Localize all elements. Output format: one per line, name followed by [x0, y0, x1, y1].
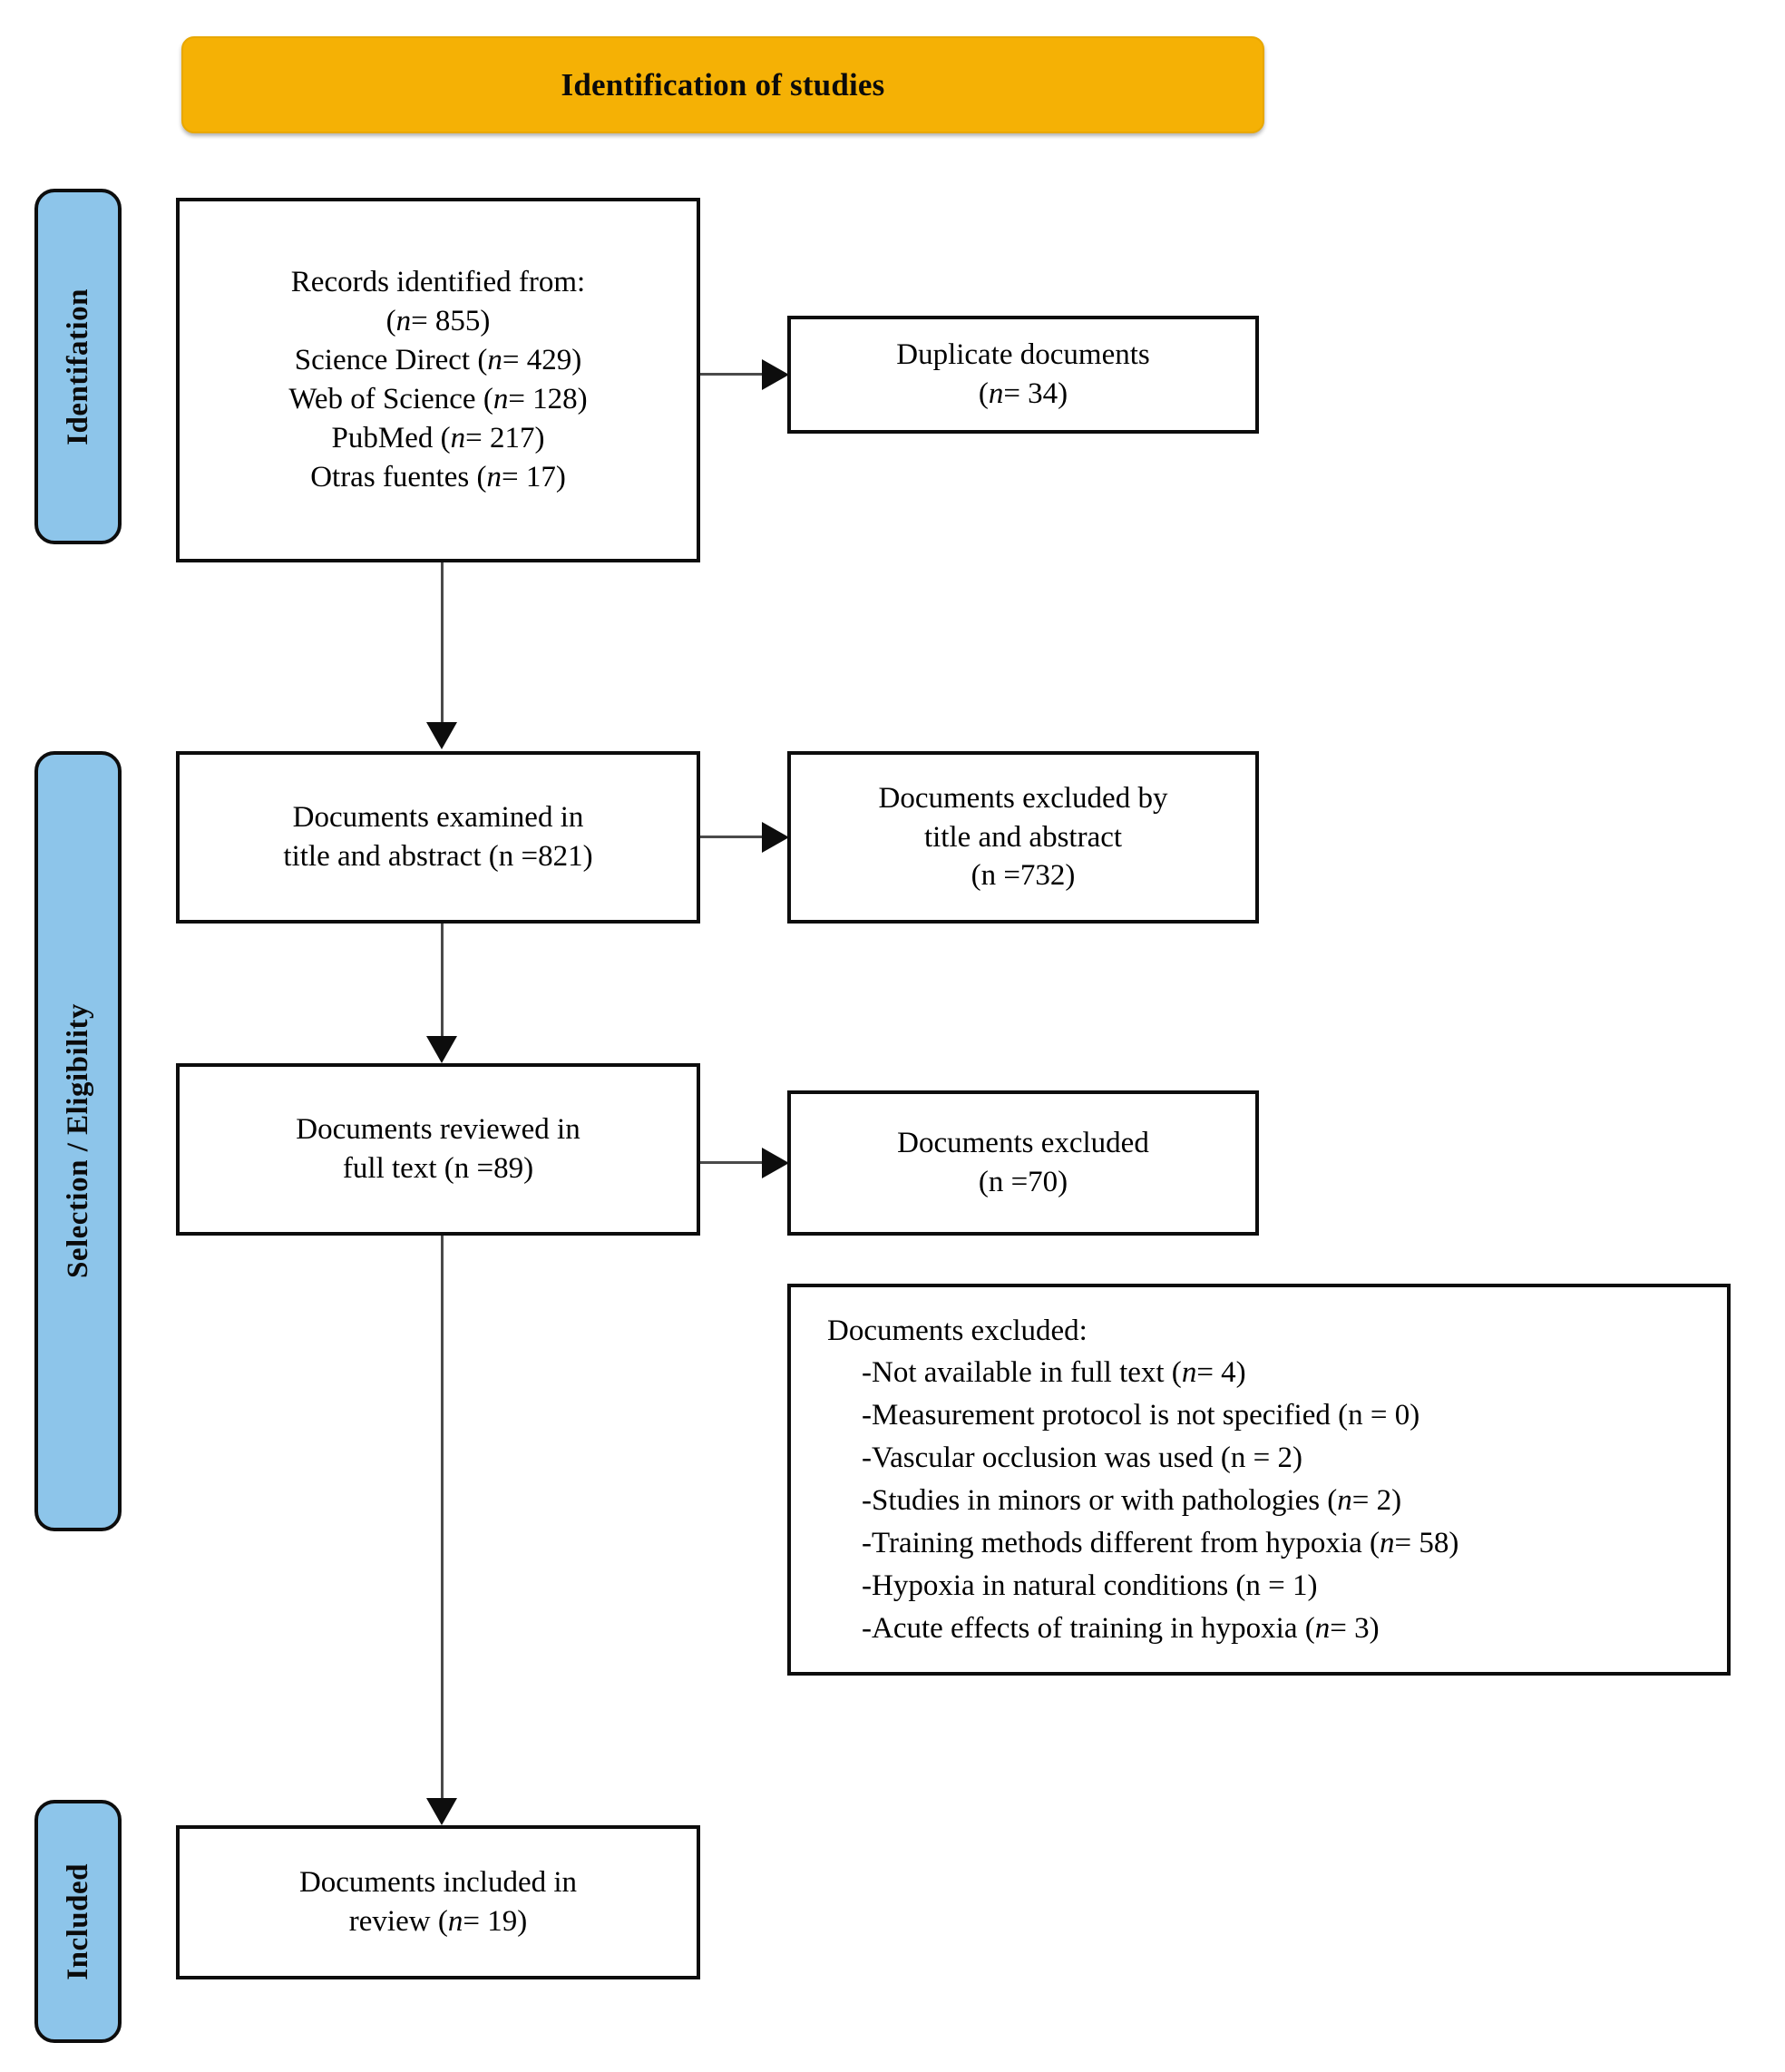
box-line: (n= 34) [978, 377, 1068, 410]
box-documents-included: Documents included in review (n= 19) [176, 1825, 700, 1979]
connector-reviewed-to-excluded-full [700, 1161, 764, 1164]
stage-tab-included: Included [34, 1800, 122, 2043]
box-line: full text (n =89) [342, 1152, 534, 1185]
box-documents-excluded-by-title: Documents excluded by title and abstract… [787, 751, 1259, 924]
box-line: Documents excluded [897, 1127, 1149, 1160]
arrowhead-examined-to-reviewed [426, 1036, 457, 1063]
stage-label-selection-eligibility: Selection / Eligibility [61, 1003, 94, 1279]
box-records-identified: Records identified from: (n= 855) Scienc… [176, 198, 700, 562]
box-line: Documents reviewed in [296, 1113, 580, 1147]
connector-reviewed-to-included [441, 1236, 444, 1802]
arrowhead-records-to-examined [426, 722, 457, 749]
connector-records-to-duplicates [700, 373, 764, 376]
box-line: Otras fuentes (n= 17) [310, 460, 566, 494]
box-line: Documents excluded by [878, 781, 1168, 815]
arrowhead-examined-to-excluded-title [762, 822, 789, 853]
stage-tab-identification: Identifation [34, 189, 122, 544]
box-documents-excluded-reasons: Documents excluded: -Not available in fu… [787, 1284, 1731, 1676]
box-line: Records identified from: [290, 266, 586, 299]
box-line: (n =70) [978, 1166, 1068, 1198]
exclusion-list-heading: Documents excluded: [827, 1314, 1088, 1347]
box-line: (n= 855) [385, 305, 491, 338]
page-title: Identification of studies [561, 66, 885, 103]
box-line: Documents examined in [292, 801, 584, 835]
box-documents-excluded: Documents excluded (n =70) [787, 1090, 1259, 1236]
box-documents-examined: Documents examined in title and abstract… [176, 751, 700, 924]
box-duplicate-documents: Duplicate documents (n= 34) [787, 316, 1259, 434]
arrowhead-records-to-duplicates [762, 359, 789, 390]
exclusion-reason: -Acute effects of training in hypoxia (n… [862, 1611, 1380, 1645]
connector-examined-to-excluded-title [700, 836, 764, 838]
exclusion-reason: -Vascular occlusion was used (n = 2) [862, 1442, 1302, 1475]
exclusion-reason: -Hypoxia in natural conditions (n = 1) [862, 1569, 1318, 1602]
box-line: title and abstract [923, 820, 1123, 854]
box-line: title and abstract (n =821) [283, 840, 593, 873]
stage-label-included: Included [61, 1862, 94, 1980]
exclusion-reason: -Studies in minors or with pathologies (… [862, 1484, 1402, 1517]
arrowhead-reviewed-to-excluded-full [762, 1148, 789, 1178]
box-line: PubMed (n= 217) [331, 421, 545, 454]
stage-tab-selection-eligibility: Selection / Eligibility [34, 751, 122, 1531]
stage-label-identification: Identifation [61, 288, 94, 445]
connector-examined-to-reviewed [441, 924, 444, 1040]
box-line: Science Direct (n= 429) [294, 344, 582, 377]
box-line: Duplicate documents [896, 338, 1150, 372]
arrowhead-reviewed-to-included [426, 1798, 457, 1825]
box-line: (n =732) [971, 859, 1076, 893]
box-line: Web of Science (n= 128) [288, 383, 588, 415]
exclusion-reason: -Measurement protocol is not specified (… [862, 1399, 1420, 1432]
box-line: Documents included in [298, 1866, 578, 1900]
header-banner: Identification of studies [181, 36, 1264, 133]
box-line: review (n= 19) [348, 1905, 528, 1938]
box-documents-reviewed: Documents reviewed in full text (n =89) [176, 1063, 700, 1236]
connector-records-to-examined [441, 562, 444, 726]
exclusion-reason: -Training methods different from hypoxia… [862, 1526, 1459, 1559]
exclusion-reason: -Not available in full text (n= 4) [862, 1356, 1246, 1390]
